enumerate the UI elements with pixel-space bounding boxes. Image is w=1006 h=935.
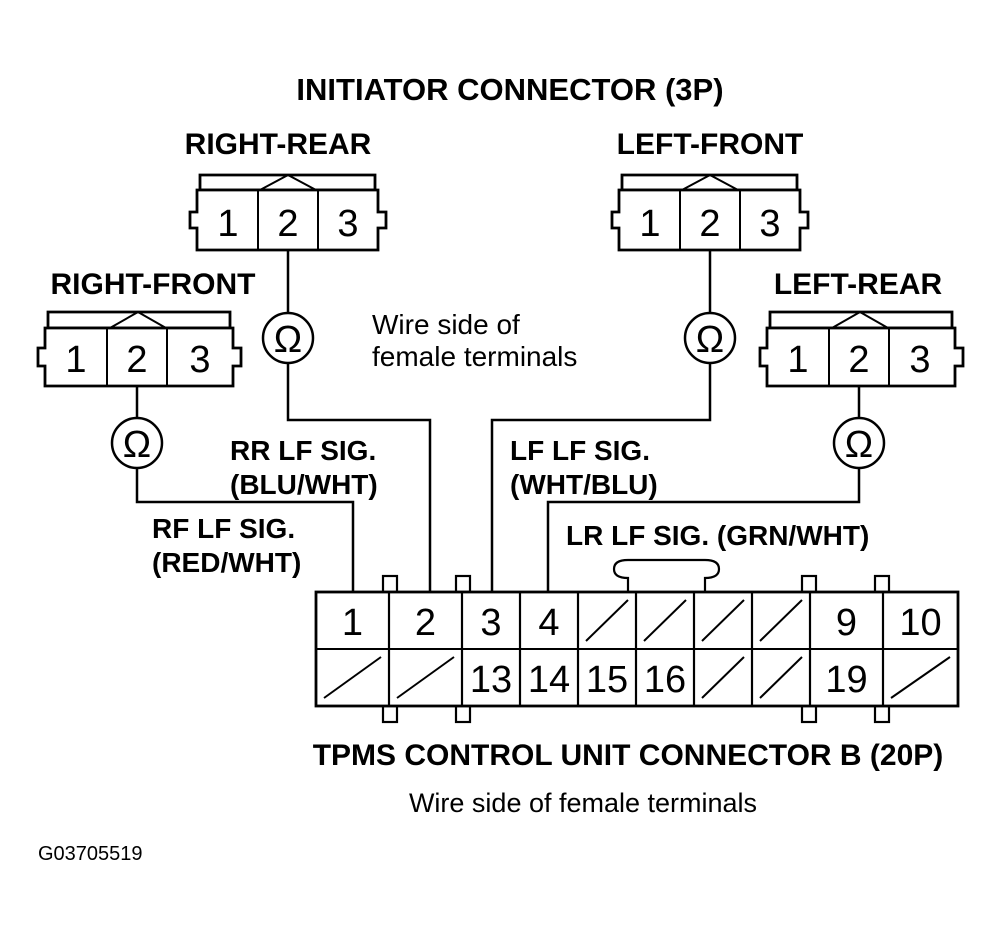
tpms-pin-number: 2 [415,602,436,644]
rf-ohmmeter: Ω [110,416,164,470]
left-rear-pin: 2 [848,339,869,381]
lr-signal-label: LR LF SIG. (GRN/WHT) [566,520,869,551]
right-front-pin: 3 [189,339,210,381]
wire-side-note-line1: Wire side of [372,309,520,340]
left-front-label: LEFT-FRONT [617,128,804,161]
right-rear-pin: 1 [217,203,238,245]
left-front-connector: 1 2 3 [610,173,810,252]
initiator-connector-title: INITIATOR CONNECTOR (3P) [296,72,723,107]
left-front-pin: 2 [699,203,720,245]
blank-cavity [643,599,687,642]
tpms-pin-number: 9 [836,602,857,644]
tpms-pin-number: 13 [470,659,512,701]
lr-wire [546,386,861,592]
left-front-pin: 3 [759,203,780,245]
wire-side-note-line2: female terminals [372,341,577,372]
tpms-pin-number: 3 [480,602,501,644]
lf-signal-label: LF LF SIG. [510,435,650,466]
blank-cavity [323,656,382,699]
right-front-pin: 1 [65,339,86,381]
right-rear-pin: 2 [277,203,298,245]
tpms-pin-number: 1 [342,602,363,644]
blank-cavity [701,599,745,642]
tpms-pin-number: 4 [538,602,559,644]
left-rear-pin: 1 [787,339,808,381]
figure-id: G03705519 [38,843,143,865]
lr-ohmmeter: Ω [832,416,886,470]
right-front-connector: 1 2 3 [36,310,243,388]
rf-wire [135,386,355,592]
ohm-symbol: Ω [274,319,302,361]
blank-cavity [759,599,803,642]
lf-ohmmeter: Ω [683,311,737,365]
rr-signal-color: (BLU/WHT) [230,469,378,500]
rr-ohmmeter: Ω [261,311,315,365]
tpms-pin-number: 14 [528,659,570,701]
lf-wire [490,250,712,592]
tpms-pin-number: 15 [586,659,628,701]
left-rear-connector: 1 2 3 [758,310,965,388]
blank-cavity [701,656,745,699]
left-front-pin: 1 [639,203,660,245]
blank-cavity [396,656,455,699]
tpms-pin-number: 19 [825,659,867,701]
left-rear-pin: 3 [909,339,930,381]
rr-wire [286,250,432,592]
left-rear-label: LEFT-REAR [774,268,943,301]
right-front-pin: 2 [126,339,147,381]
tpms-pin-number: 16 [644,659,686,701]
ohm-symbol: Ω [696,319,724,361]
rf-signal-color: (RED/WHT) [152,547,301,578]
tpms-wire-side-note: Wire side of female terminals [409,788,757,818]
ohm-symbol: Ω [845,424,873,466]
rr-signal-label: RR LF SIG. [230,435,376,466]
blank-cavity [759,656,803,699]
rf-signal-label: RF LF SIG. [152,513,295,544]
ohm-symbol: Ω [123,424,151,466]
blank-cavity [890,656,951,699]
right-rear-label: RIGHT-REAR [185,128,372,161]
right-rear-pin: 3 [337,203,358,245]
tpms-connector-title: TPMS CONTROL UNIT CONNECTOR B (20P) [313,739,944,772]
blank-cavity [585,599,629,642]
right-rear-connector: 1 2 3 [188,173,388,252]
tpms-pin-number: 10 [899,602,941,644]
lf-signal-color: (WHT/BLU) [510,469,658,500]
right-front-label: RIGHT-FRONT [51,268,256,301]
